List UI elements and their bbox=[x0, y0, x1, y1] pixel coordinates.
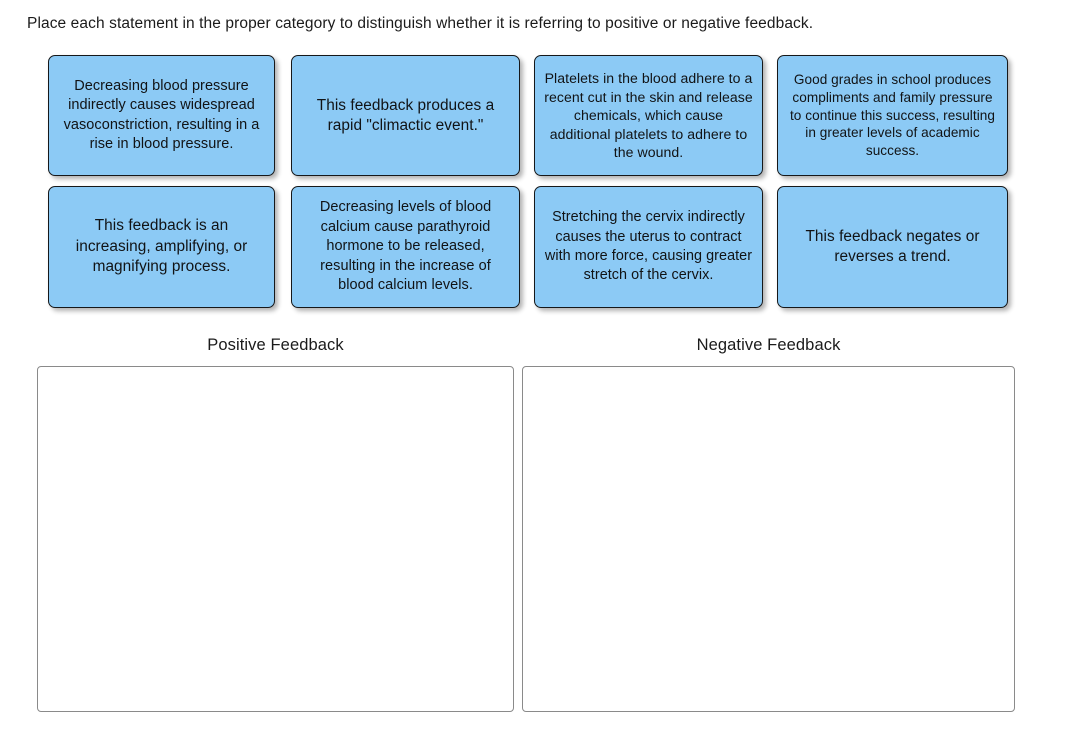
dropzone-negative-feedback[interactable] bbox=[522, 366, 1015, 712]
statement-card-1-text: Decreasing blood pressure indirectly cau… bbox=[63, 78, 260, 152]
statement-card-5[interactable]: This feedback is an increasing, amplifyi… bbox=[48, 186, 275, 308]
instruction-text: Place each statement in the proper categ… bbox=[27, 15, 814, 32]
category-label-positive-feedback: Positive Feedback bbox=[207, 336, 344, 354]
statement-card-5-text: This feedback is an increasing, amplifyi… bbox=[75, 217, 248, 276]
statement-card-8[interactable]: This feedback negates or reverses a tren… bbox=[777, 186, 1008, 308]
statement-card-1[interactable]: Decreasing blood pressure indirectly cau… bbox=[48, 55, 275, 176]
statement-card-6[interactable]: Decreasing levels of blood calcium cause… bbox=[291, 186, 520, 308]
card-bank: Decreasing blood pressure indirectly cau… bbox=[0, 0, 1075, 320]
statement-card-4[interactable]: Good grades in school produces complimen… bbox=[777, 55, 1008, 176]
dropzone-positive-feedback[interactable] bbox=[37, 366, 514, 712]
statement-card-7[interactable]: Stretching the cervix indirectly causes … bbox=[534, 186, 763, 308]
statement-card-3[interactable]: Platelets in the blood adhere to a recen… bbox=[534, 55, 763, 176]
statement-card-8-text: This feedback negates or reverses a tren… bbox=[805, 227, 980, 265]
category-label-negative-feedback: Negative Feedback bbox=[696, 336, 841, 354]
statement-card-2-text: This feedback produces a rapid "climacti… bbox=[316, 96, 495, 134]
statement-card-6-text: Decreasing levels of blood calcium cause… bbox=[319, 199, 492, 294]
statement-card-4-text: Good grades in school produces complimen… bbox=[789, 72, 995, 159]
statement-card-7-text: Stretching the cervix indirectly causes … bbox=[544, 209, 753, 284]
statement-card-3-text: Platelets in the blood adhere to a recen… bbox=[544, 70, 753, 161]
statement-card-2[interactable]: This feedback produces a rapid "climacti… bbox=[291, 55, 520, 176]
